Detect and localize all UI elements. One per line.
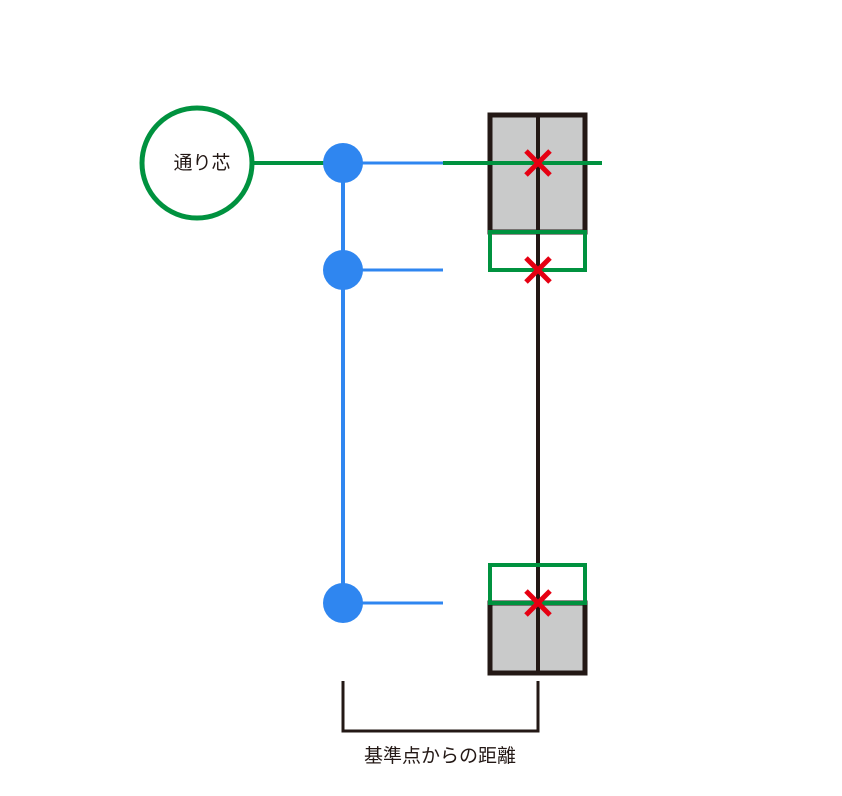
cross-marker-2 [524,256,552,284]
reference-node-1 [323,143,363,183]
distance-label: 基準点からの距離 [364,745,516,767]
reference-node-3 [323,583,363,623]
distance-bracket [341,681,540,733]
grid-axis-label: 通り芯 [173,152,230,174]
cross-marker-3 [524,589,552,617]
cross-marker-1 [524,149,552,177]
reference-node-2 [323,250,363,290]
